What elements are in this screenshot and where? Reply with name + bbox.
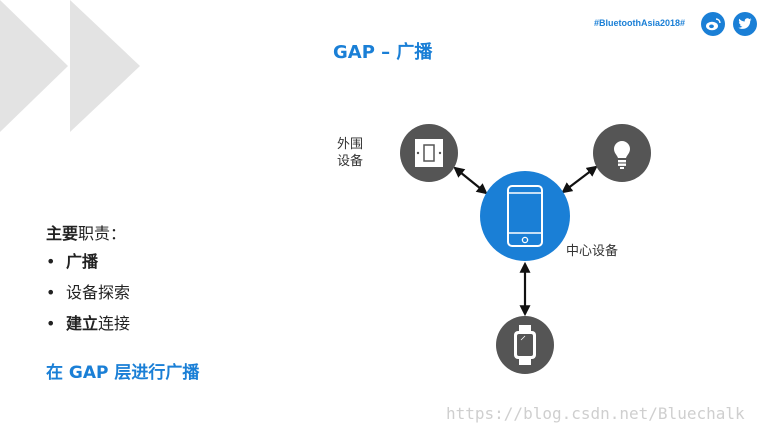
watermark-url: https://blog.csdn.net/Bluechalk bbox=[446, 404, 745, 423]
twitter-icon[interactable] bbox=[733, 12, 757, 36]
item-rest: 连接 bbox=[98, 314, 131, 333]
chevron-left-shape bbox=[0, 0, 68, 132]
footer-statement: 在 GAP 层进行广播 bbox=[46, 363, 200, 383]
list-item: • 建立连接 bbox=[46, 312, 130, 343]
smartwatch-node bbox=[496, 316, 554, 374]
responsibilities-title: 主要职责： bbox=[46, 220, 126, 244]
peripheral-label-line2: 设备 bbox=[337, 154, 364, 169]
item-bold: 广播 bbox=[66, 252, 99, 271]
responsibilities-title-bold: 主要 bbox=[46, 224, 79, 243]
peripheral-device-label: 外围 设备 bbox=[337, 136, 363, 170]
event-hashtag: #BluetoothAsia2018# bbox=[594, 18, 686, 28]
responsibilities-list: • 广播 • 设备探索 • 建立连接 bbox=[46, 250, 130, 343]
slide-title: GAP – 广播 bbox=[333, 42, 433, 63]
link-peripheral-central bbox=[453, 166, 488, 195]
chevron-decoration bbox=[0, 0, 140, 132]
weibo-icon[interactable] bbox=[701, 12, 725, 36]
chevron-right-shape bbox=[70, 0, 140, 132]
link-bulb-central bbox=[561, 165, 598, 194]
list-item: • 广播 bbox=[46, 250, 130, 281]
list-item: • 设备探索 bbox=[46, 281, 130, 312]
central-device-label: 中心设备 bbox=[566, 244, 619, 259]
responsibilities-title-rest: 职责： bbox=[78, 224, 127, 243]
lightbulb-node bbox=[593, 124, 651, 182]
item-bold: 建立 bbox=[66, 314, 99, 333]
peripheral-label-line1: 外围 bbox=[337, 137, 364, 152]
peripheral-switch-node bbox=[400, 124, 458, 182]
central-phone-node bbox=[480, 171, 570, 261]
item-rest: 设备探索 bbox=[66, 283, 131, 302]
